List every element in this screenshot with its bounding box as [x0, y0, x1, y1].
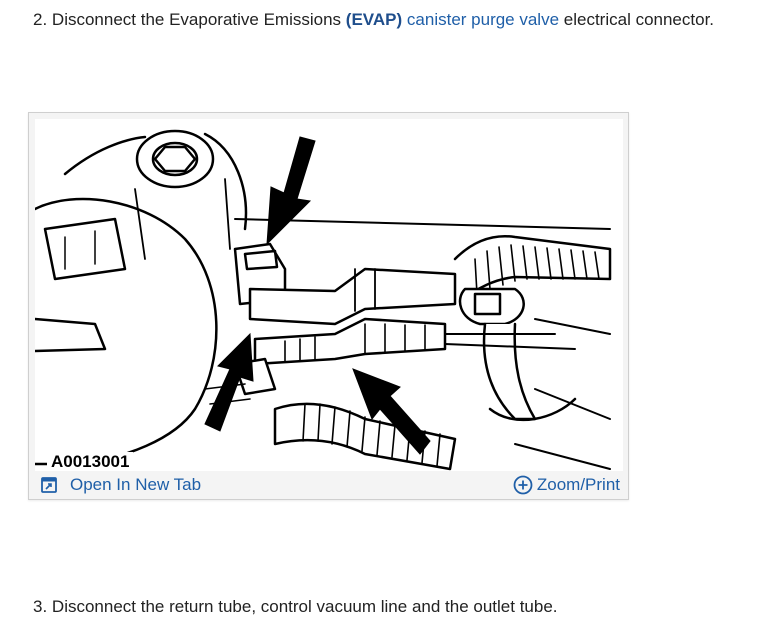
- open-in-new-tab-label: Open In New Tab: [70, 475, 202, 494]
- diagram-illustration: [35, 129, 612, 471]
- step-2-instruction: 2. Disconnect the Evaporative Emissions …: [33, 9, 714, 31]
- open-in-new-tab-icon: [41, 477, 57, 493]
- zoom-print-label: Zoom/Print: [536, 475, 620, 494]
- step-text-before: Disconnect the Evaporative Emissions: [51, 10, 346, 29]
- figure-card: A0013001 Open In New Tab Zoom/Print: [28, 112, 629, 500]
- zoom-print-button[interactable]: Zoom/Print: [513, 473, 620, 497]
- figure-action-bar: Open In New Tab Zoom/Print: [29, 471, 628, 499]
- figure-id-label: A0013001: [47, 452, 134, 472]
- step-3-instruction: 3. Disconnect the return tube, control v…: [33, 596, 558, 618]
- evap-abbreviation: (EVAP): [345, 10, 403, 29]
- zoom-plus-circle-icon: [513, 475, 533, 495]
- step-number: 2.: [33, 10, 48, 29]
- evap-connector-diagram[interactable]: A0013001: [35, 119, 623, 479]
- canister-purge-valve-link[interactable]: canister purge valve: [406, 10, 560, 29]
- step-number: 3.: [33, 597, 48, 616]
- open-in-new-tab-button[interactable]: Open In New Tab: [41, 473, 201, 497]
- step-text: Disconnect the return tube, control vacu…: [51, 597, 558, 616]
- step-text-after: electrical connector.: [559, 10, 715, 29]
